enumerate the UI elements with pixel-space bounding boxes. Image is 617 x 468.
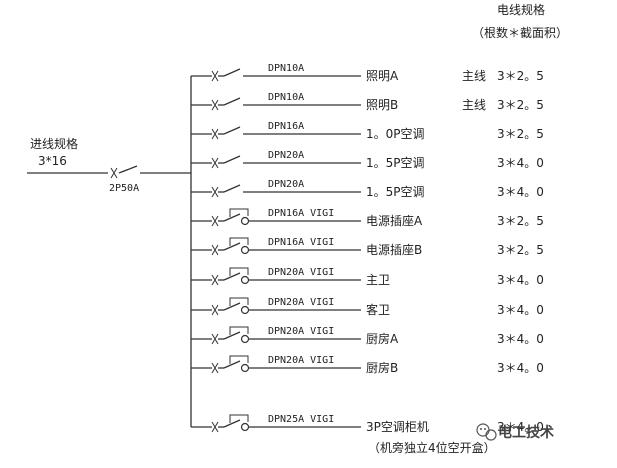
circuit-name: 照明A <box>366 69 399 83</box>
rcbo-symbol <box>211 355 361 374</box>
main-line-tag: 主线 <box>462 69 486 83</box>
rcbo-symbol <box>211 237 361 256</box>
breaker-label: DPN16A VIGI <box>268 208 334 219</box>
circuit-name: 照明B <box>366 98 398 112</box>
rcbo-symbol <box>211 326 361 345</box>
incoming-spec: 3*16 <box>38 154 67 168</box>
circuit-name: 厨房B <box>366 360 398 375</box>
incoming-title: 进线规格 <box>30 136 78 151</box>
circuit-name: 厨房A <box>366 331 399 346</box>
circuit-name: 1。5P空调 <box>366 156 425 170</box>
circuit-row: DPN20A VIGI 主卫 3＊4。0 <box>191 267 544 287</box>
breaker-label: DPN20A VIGI <box>268 297 334 308</box>
breaker-label: DPN20A VIGI <box>268 267 334 278</box>
circuit-row: DPN10A 照明B 主线 3＊2。5 <box>191 92 544 112</box>
circuit-row: DPN20A 1。5P空调 3＊4。0 <box>191 150 544 170</box>
circuit-name: 3P空调柜机 <box>366 420 429 434</box>
circuit-name: 电源插座A <box>366 213 423 228</box>
breaker-label: DPN20A VIGI <box>268 355 334 366</box>
circuit-row: DPN20A VIGI 厨房B 3＊4。0 <box>191 355 544 375</box>
breaker-symbol <box>211 155 361 169</box>
wire-spec: 3＊2。5 <box>497 69 544 83</box>
breaker-label: DPN10A <box>268 63 304 74</box>
circuit-row: DPN20A VIGI 厨房A 3＊4。0 <box>191 326 544 346</box>
wire-spec: 3＊4。0 <box>497 420 544 434</box>
circuit-row: DPN16A VIGI 电源插座A 3＊2。5 <box>191 208 544 228</box>
rcbo-symbol <box>211 267 361 286</box>
circuit-row: DPN25A VIGI 3P空调柜机 3＊4。0 <box>191 414 544 434</box>
rcbo-symbol <box>211 297 361 316</box>
cabinet-note: （机旁独立4位空开盒） <box>368 440 496 455</box>
breaker-symbol <box>211 97 361 111</box>
breaker-label: DPN16A VIGI <box>268 237 334 248</box>
circuit-row: DPN20A 1。5P空调 3＊4。0 <box>191 179 544 199</box>
breaker-symbol <box>211 68 361 82</box>
circuit-name: 电源插座B <box>366 242 422 257</box>
rcbo-symbol <box>211 414 361 433</box>
circuit-row: DPN20A VIGI 客卫 3＊4。0 <box>191 297 544 317</box>
wire-spec: 3＊2。5 <box>497 214 544 228</box>
wire-spec: 3＊4。0 <box>497 185 544 199</box>
wire-spec: 3＊4。0 <box>497 273 544 287</box>
wire-spec: 3＊2。5 <box>497 127 544 141</box>
breaker-label: DPN20A VIGI <box>268 326 334 337</box>
breaker-label: DPN16A <box>268 121 304 132</box>
rcbo-symbol <box>211 208 361 227</box>
breaker-label: DPN10A <box>268 92 304 103</box>
watermark: 电工技术 <box>476 423 554 441</box>
main-breaker-label: 2P50A <box>109 183 139 194</box>
circuit-row: DPN16A 1。0P空调 3＊2。5 <box>191 121 544 141</box>
circuit-name: 客卫 <box>366 302 390 317</box>
breaker-label: DPN20A <box>268 179 304 190</box>
wire-spec: 3＊4。0 <box>497 332 544 346</box>
breaker-label: DPN25A VIGI <box>268 414 334 425</box>
circuit-name: 主卫 <box>366 273 390 287</box>
breaker-label: DPN20A <box>268 150 304 161</box>
wechat-icon <box>476 423 497 441</box>
circuit-name: 1。5P空调 <box>366 185 425 199</box>
wire-spec: 3＊4。0 <box>497 361 544 375</box>
breaker-symbol <box>211 184 361 198</box>
main-breaker-symbol <box>110 165 191 179</box>
circuit-name: 1。0P空调 <box>366 127 425 141</box>
main-line-tag: 主线 <box>462 98 486 112</box>
wire-spec: 3＊4。0 <box>497 156 544 170</box>
circuit-row: DPN16A VIGI 电源插座B 3＊2。5 <box>191 237 544 257</box>
wire-spec: 3＊2。5 <box>497 243 544 257</box>
wire-spec: 3＊4。0 <box>497 303 544 317</box>
spec-subtitle: （根数＊截面积） <box>472 25 568 40</box>
breaker-symbol <box>211 126 361 140</box>
circuit-row: DPN10A 照明A 主线 3＊2。5 <box>191 63 544 83</box>
wire-spec: 3＊2。5 <box>497 98 544 112</box>
spec-title: 电线规格 <box>497 2 545 17</box>
watermark-text: 电工技术 <box>498 424 554 441</box>
